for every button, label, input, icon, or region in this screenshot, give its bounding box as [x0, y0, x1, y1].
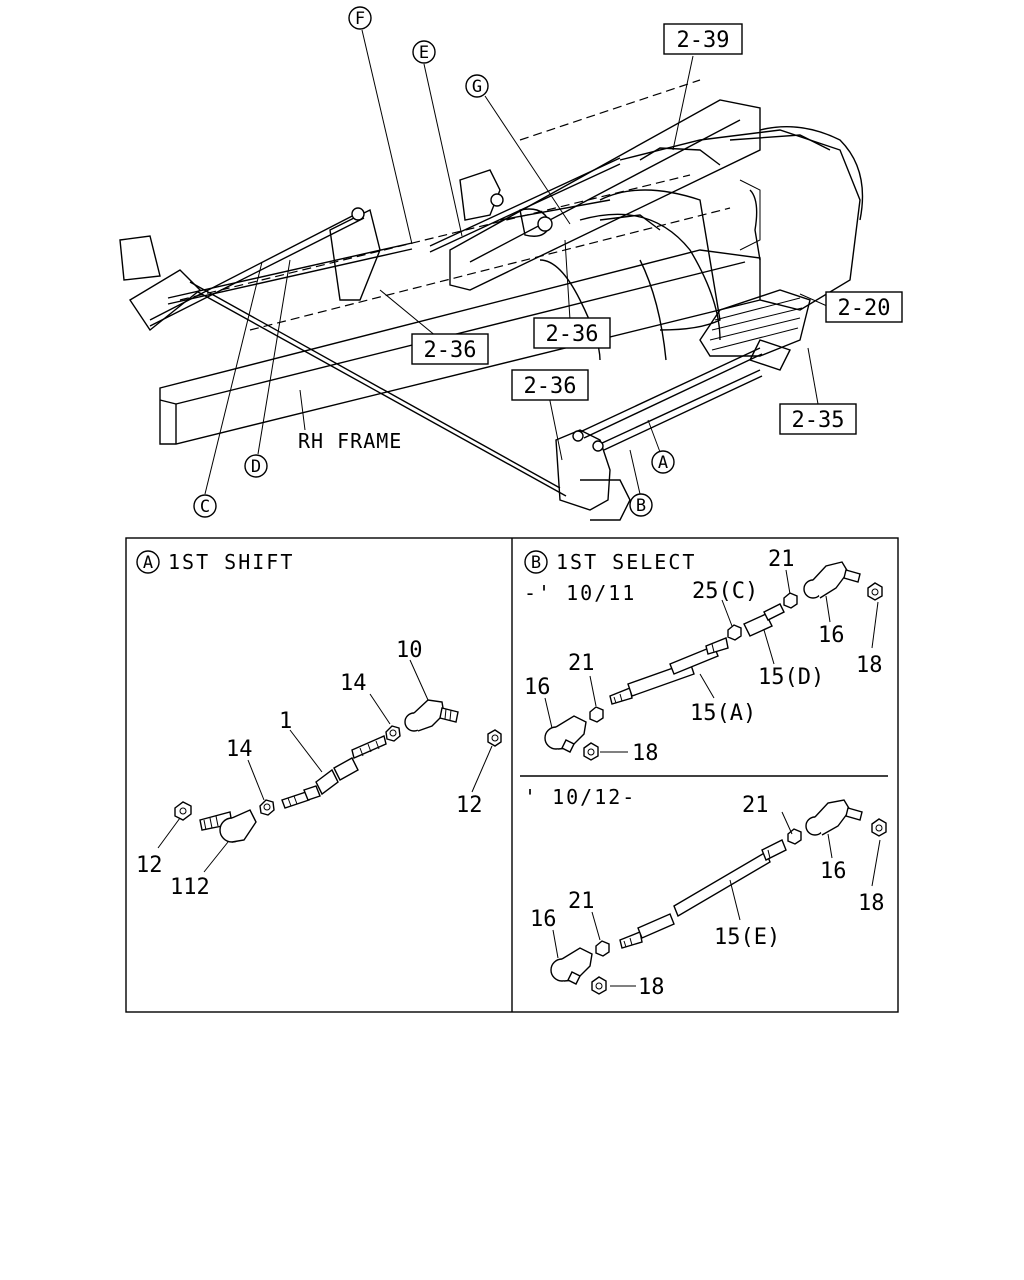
lower-range-label: ' 10/12-: [524, 785, 636, 809]
lever-brackets: [329, 169, 631, 521]
part-16-rod-end-upper-right[interactable]: [803, 561, 861, 599]
part-16-rod-end-lower-left[interactable]: [550, 947, 593, 985]
panel-b-title: 1ST SELECT: [556, 550, 696, 574]
part-18-nut-upper-left[interactable]: [583, 742, 599, 761]
callout-a: A: [651, 450, 675, 474]
panel-a-leaders: [157, 659, 493, 873]
label-b-upper-21-right: 21: [768, 547, 795, 572]
ref-box-2-35[interactable]: 2-35: [779, 403, 857, 435]
svg-text:2-36: 2-36: [546, 322, 599, 347]
label-b-lower-15e: 15(E): [714, 925, 780, 950]
part-16-rod-end-lower-right[interactable]: [805, 799, 863, 836]
part-21-nut-upper-right[interactable]: [783, 592, 798, 609]
part-18-nut-upper-right[interactable]: [867, 582, 883, 601]
label-b-upper-16-left: 16: [524, 675, 551, 700]
transmission-housing: [539, 126, 864, 361]
cross-member: [119, 79, 761, 332]
part-21-nut-upper-left[interactable]: [589, 706, 604, 723]
part-14-nut-right[interactable]: [385, 725, 401, 742]
panel-a-1st-shift: A 1ST SHIFT: [136, 550, 502, 900]
svg-text:2-36: 2-36: [524, 374, 577, 399]
svg-text:B: B: [531, 553, 541, 573]
linkage-rods: [149, 157, 763, 497]
panel-b-marker: B: [524, 550, 548, 574]
ref-box-2-20[interactable]: 2-20: [825, 291, 903, 323]
label-a-12-left: 12: [136, 853, 163, 878]
label-a-10: 10: [396, 638, 423, 663]
part-16-rod-end-upper-left[interactable]: [544, 715, 587, 753]
label-b-lower-16-right: 16: [820, 859, 847, 884]
svg-text:A: A: [658, 453, 668, 473]
part-18-nut-lower-right[interactable]: [871, 818, 887, 837]
ref-box-2-36-center[interactable]: 2-36: [533, 317, 611, 349]
part-21-nut-lower-left[interactable]: [595, 940, 610, 957]
svg-text:C: C: [200, 497, 210, 517]
svg-text:2-36: 2-36: [424, 338, 477, 363]
part-112-rod-end[interactable]: [199, 809, 257, 843]
label-b-upper-21-left: 21: [568, 651, 595, 676]
panel-a-marker: A: [136, 550, 160, 574]
part-12-nut-left[interactable]: [174, 801, 192, 821]
part-1-shift-rod[interactable]: [281, 735, 387, 809]
svg-text:F: F: [355, 9, 365, 29]
ref-box-2-39[interactable]: 2-39: [663, 23, 743, 55]
callout-d: D: [244, 454, 268, 478]
label-a-12-right: 12: [456, 793, 483, 818]
callout-f: F: [348, 6, 372, 30]
part-25c-nut[interactable]: [727, 624, 742, 641]
frame-label: RH FRAME: [298, 429, 402, 453]
label-b-upper-15a: 15(A): [690, 701, 756, 726]
label-a-14-top: 14: [340, 671, 367, 696]
label-b-upper-25c: 25(C): [692, 579, 758, 604]
part-10-rod-end[interactable]: [404, 699, 459, 732]
label-a-112: 112: [170, 875, 210, 900]
label-b-lower-16-left: 16: [530, 907, 557, 932]
svg-text:G: G: [472, 77, 482, 97]
upper-range-label: -' 10/11: [524, 581, 636, 605]
panel-b-1st-select: B 1ST SELECT -' 10/11: [524, 547, 887, 1000]
svg-text:2-35: 2-35: [792, 408, 845, 433]
panel-a-title: 1ST SHIFT: [168, 550, 294, 574]
label-b-upper-15d: 15(D): [758, 665, 824, 690]
label-b-lower-18-right: 18: [858, 891, 885, 916]
callout-g: G: [465, 74, 489, 98]
label-b-upper-16-right: 16: [818, 623, 845, 648]
svg-text:A: A: [143, 553, 153, 573]
callout-b: B: [629, 493, 653, 517]
overview-illustration: 2-39 2-36 2-36 2-36 2-20 2-35 RH FRAME F: [119, 6, 903, 521]
ref-box-2-36-left[interactable]: 2-36: [411, 333, 489, 365]
svg-text:2-39: 2-39: [677, 28, 730, 53]
shift-lever-boot: [699, 189, 811, 371]
part-12-nut-right[interactable]: [487, 729, 502, 747]
part-15e-rod[interactable]: [619, 839, 787, 949]
panel-b-lower: ' 10/12-: [524, 785, 887, 1000]
part-18-nut-lower-left[interactable]: [591, 976, 607, 995]
label-b-lower-21-left: 21: [568, 889, 595, 914]
svg-text:B: B: [636, 496, 646, 516]
lower-leaders: [552, 811, 881, 987]
callout-c: C: [193, 494, 217, 518]
part-15a-rod[interactable]: [609, 637, 729, 705]
label-b-upper-18-right: 18: [856, 653, 883, 678]
label-b-lower-18-left: 18: [638, 975, 665, 1000]
detail-panels: [125, 537, 899, 1013]
label-a-1: 1: [279, 709, 292, 734]
upper-leaders: [544, 569, 879, 753]
ref-box-2-36-lower[interactable]: 2-36: [511, 369, 589, 401]
label-b-upper-18-left: 18: [632, 741, 659, 766]
label-b-lower-21-right: 21: [742, 793, 769, 818]
panel-b-upper: -' 10/11: [524, 547, 883, 766]
callout-leaders: [204, 29, 828, 495]
part-14-nut-left[interactable]: [259, 799, 275, 816]
part-15d-adapter[interactable]: [743, 603, 785, 637]
callout-e: E: [412, 40, 436, 64]
svg-text:E: E: [419, 43, 429, 63]
svg-text:2-20: 2-20: [838, 296, 891, 321]
svg-text:D: D: [251, 457, 261, 477]
label-a-14-left: 14: [226, 737, 253, 762]
part-21-nut-lower-right[interactable]: [787, 828, 802, 845]
